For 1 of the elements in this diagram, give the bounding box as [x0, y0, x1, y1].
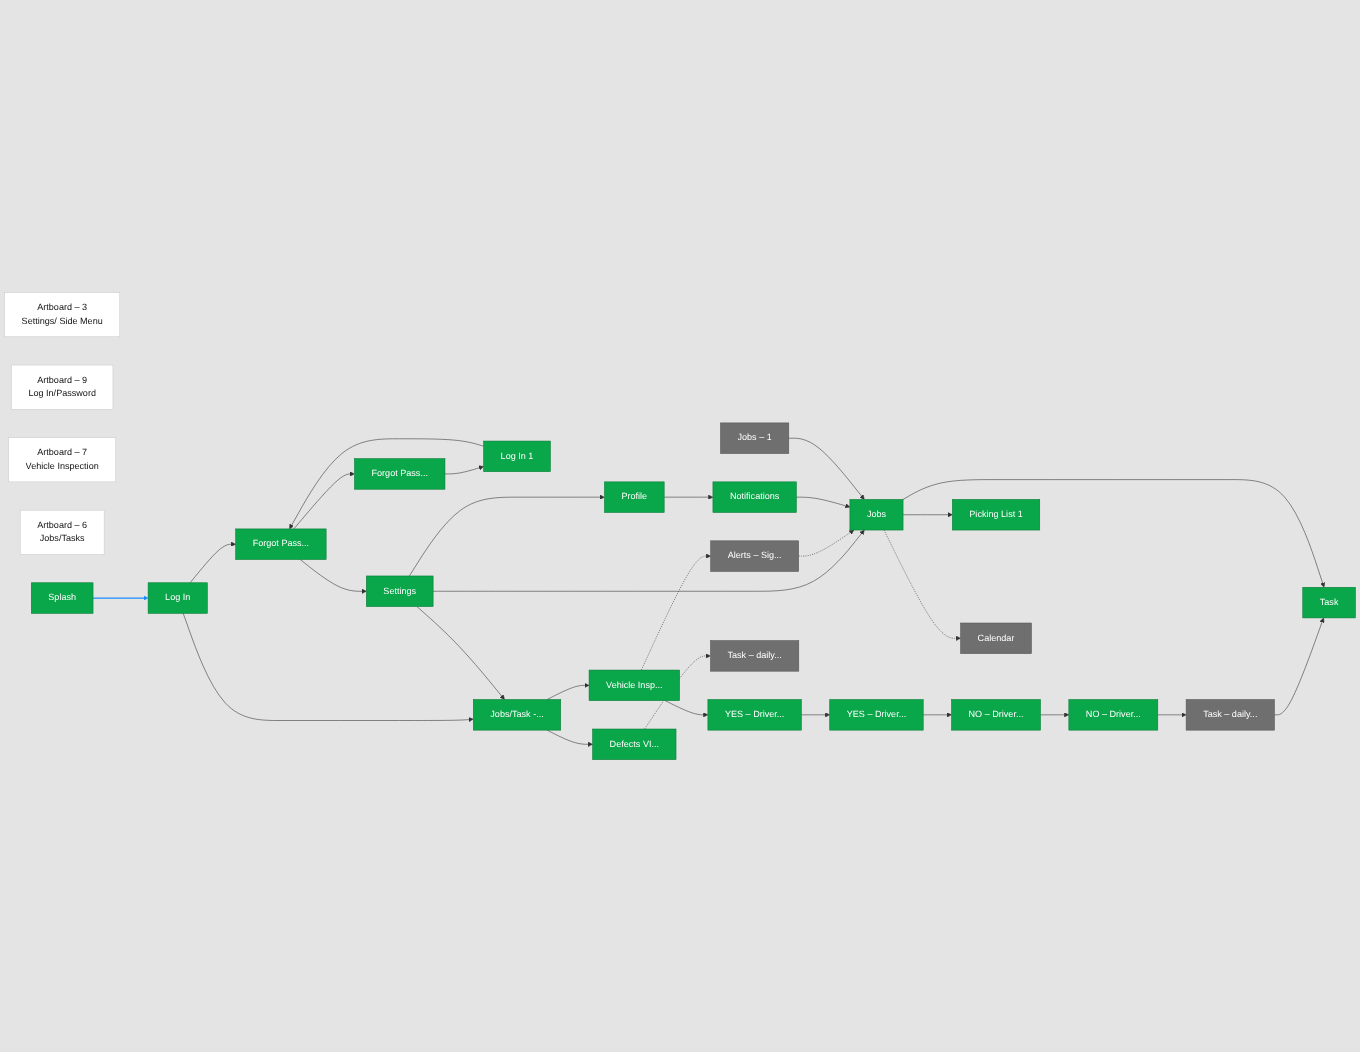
arrow [92, 595, 149, 601]
